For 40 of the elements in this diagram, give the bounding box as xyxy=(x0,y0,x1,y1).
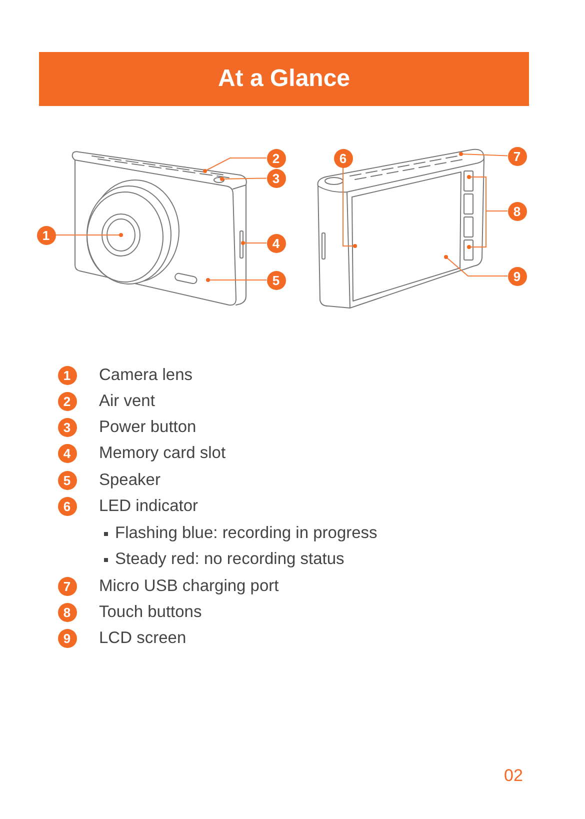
leader-line xyxy=(206,278,267,282)
part-name: LCD screen xyxy=(99,628,186,648)
part-name: Touch buttons xyxy=(99,602,202,622)
part-name: Power button xyxy=(99,417,196,437)
part-name: Speaker xyxy=(99,470,160,490)
part-name: LED indicator xyxy=(99,496,198,516)
callout-number: 6 xyxy=(58,496,76,516)
callout-number: 9 xyxy=(58,628,76,648)
callout-number: 7 xyxy=(508,146,526,166)
status-description: Flashing blue: recording in progress xyxy=(115,522,378,542)
callout-number: 4 xyxy=(58,444,76,462)
part-name: Air vent xyxy=(99,391,155,411)
leader-line xyxy=(444,255,508,276)
part-name: Camera lens xyxy=(99,365,193,385)
callout-number: 8 xyxy=(58,602,76,622)
callout-number: 2 xyxy=(58,392,76,410)
leader-line xyxy=(203,158,267,173)
callout-number: 5 xyxy=(58,470,76,490)
page-number: 02 xyxy=(504,766,523,786)
leader-line xyxy=(467,210,508,249)
callout-number: 3 xyxy=(266,168,286,188)
leader-line xyxy=(459,152,508,156)
leader-line xyxy=(220,177,267,181)
callout-number: 3 xyxy=(58,418,76,436)
page-title: At a Glance xyxy=(218,65,350,93)
callout-number: 1 xyxy=(58,366,76,384)
leader-line xyxy=(55,233,123,237)
callout-number: 1 xyxy=(36,226,56,244)
callout-number: 2 xyxy=(266,148,286,168)
callout-number: 9 xyxy=(508,266,526,286)
callout-number: 4 xyxy=(266,234,286,252)
callout-number: 6 xyxy=(334,148,352,168)
part-name: Memory card slot xyxy=(99,443,226,463)
leader-line xyxy=(342,167,357,248)
callout-number: 8 xyxy=(508,202,526,220)
callout-number: 7 xyxy=(58,576,76,596)
leader-line xyxy=(241,241,267,245)
callout-number: 5 xyxy=(266,270,286,290)
status-description: Steady red: no recording status xyxy=(115,549,344,569)
part-name: Micro USB charging port xyxy=(99,576,279,596)
